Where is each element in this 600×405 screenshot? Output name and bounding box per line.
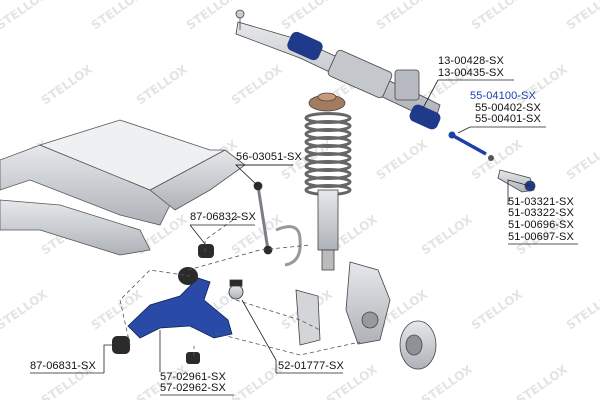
- wheel-hub: [399, 320, 437, 370]
- label-rack-boot-2: 13-00435-SX: [438, 67, 504, 79]
- tie-rod-end-part: [497, 169, 536, 193]
- strut-assembly: [304, 92, 352, 271]
- label-front-bushing: 87-06831-SX: [30, 360, 96, 372]
- inner-tie-rod-part: [448, 131, 487, 156]
- control-arm-part: [127, 277, 233, 339]
- watermark-text: STELLOX: [39, 62, 96, 108]
- watermark-text: STELLOX: [0, 287, 51, 333]
- watermark-text: STELLOX: [514, 362, 571, 400]
- rack-boot-left: [287, 31, 323, 61]
- watermark-text: STELLOX: [89, 0, 146, 32]
- watermark-text: STELLOX: [0, 0, 51, 32]
- upper-bushing-part: [198, 244, 214, 258]
- watermark-text: STELLOX: [564, 0, 600, 32]
- steering-knuckle: [295, 261, 391, 346]
- ball-joint-part: [228, 279, 244, 300]
- subframe: [0, 119, 246, 256]
- label-control-arm-1: 57-02961-SX: [160, 371, 226, 383]
- tie-rod-nut: [488, 155, 494, 161]
- watermark-text: STELLOX: [374, 0, 431, 32]
- label-tie-rod-end-2: 51-03322-SX: [508, 207, 574, 219]
- watermark-text: STELLOX: [184, 0, 241, 32]
- label-upper-bushing: 87-06832-SX: [190, 211, 256, 223]
- label-stabilizer-link: 56-03051-SX: [236, 151, 302, 163]
- label-inner-tie-rod-highlight: 55-04100-SX: [470, 90, 536, 102]
- watermark-text: STELLOX: [374, 137, 431, 183]
- label-ball-joint: 52-01777-SX: [278, 360, 344, 372]
- front-bushing-part: [112, 336, 130, 354]
- coil-spring: [304, 112, 352, 196]
- watermark-text: STELLOX: [564, 287, 600, 333]
- label-inner-tie-rod-2: 55-00402-SX: [475, 102, 541, 114]
- label-tie-rod-end-4: 51-00697-SX: [508, 231, 574, 243]
- arm-bolt-part: [186, 352, 200, 364]
- assembly-dashed-lines: [119, 214, 361, 356]
- watermark-text: STELLOX: [419, 362, 476, 400]
- watermark-text: STELLOX: [229, 62, 286, 108]
- label-rack-boot-1: 13-00428-SX: [438, 55, 504, 67]
- rack-boot-right: [409, 104, 441, 130]
- label-tie-rod-end-3: 51-00696-SX: [508, 219, 574, 231]
- watermark-text: STELLOX: [469, 287, 526, 333]
- label-control-arm-2: 57-02962-SX: [160, 382, 226, 394]
- watermark-text: STELLOX: [469, 0, 526, 32]
- label-inner-tie-rod-3: 55-00401-SX: [475, 113, 541, 125]
- steering-rack: [235, 9, 441, 119]
- watermark-text: STELLOX: [564, 137, 600, 183]
- watermark-text: STELLOX: [134, 62, 191, 108]
- label-underlines: [30, 79, 578, 396]
- watermark-text: STELLOX: [279, 0, 336, 32]
- watermark-text: STELLOX: [419, 212, 476, 258]
- label-tie-rod-end-1: 51-03321-SX: [508, 196, 574, 208]
